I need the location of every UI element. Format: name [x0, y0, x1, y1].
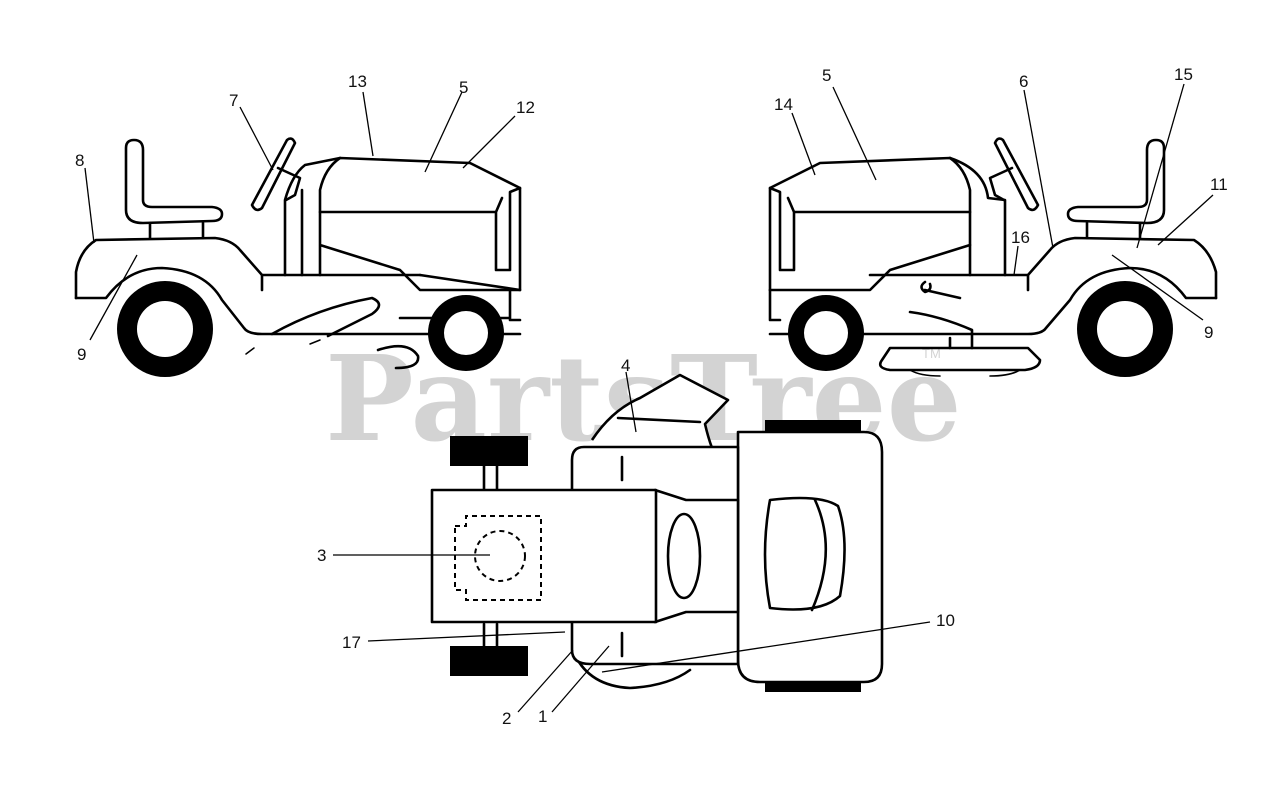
callout-7: 7 [229, 91, 238, 110]
callout-4: 4 [621, 356, 630, 375]
top-front-tire-lower [450, 646, 528, 676]
left-front-wheel [428, 295, 504, 371]
right-rear-wheel [1077, 281, 1173, 377]
top-discharge-chute [590, 373, 730, 449]
callout-6: 6 [1019, 72, 1028, 91]
callout-10: 10 [936, 611, 955, 630]
right-steering-wheel [993, 137, 1040, 212]
callout-2: 2 [502, 709, 511, 728]
top-hood [430, 488, 658, 624]
callout-16: 16 [1011, 228, 1030, 247]
left-steering-wheel [250, 137, 297, 212]
top-seat [763, 496, 846, 611]
left-rear-wheel [117, 281, 213, 377]
callout-8: 8 [75, 151, 84, 170]
left-rear-fender [74, 236, 422, 300]
right-mower-deck [878, 346, 1042, 372]
callout-3: 3 [317, 546, 326, 565]
left-hood [318, 156, 522, 292]
callout-14: 14 [774, 95, 793, 114]
top-front-tire-upper [450, 436, 528, 466]
left-seat [124, 138, 224, 225]
callout-1: 1 [538, 707, 547, 726]
top-rear-body [736, 430, 884, 684]
callout-13: 13 [348, 72, 367, 91]
tractor-left-side-view [74, 137, 522, 377]
top-rear-tire-upper [765, 420, 861, 434]
callout-5-left: 5 [459, 78, 468, 97]
tractor-top-view [430, 373, 884, 692]
right-front-wheel [788, 295, 864, 371]
right-rear-fender [868, 236, 1218, 300]
right-hood [768, 156, 972, 292]
callout-9-left: 9 [77, 345, 86, 364]
right-seat [1066, 138, 1166, 225]
top-steering-wheel [666, 512, 702, 600]
callout-12: 12 [516, 98, 535, 117]
callout-5-right: 5 [822, 66, 831, 85]
leader-lines [84, 83, 1214, 713]
callout-labels: 13 5 12 7 8 9 14 5 6 15 11 16 9 4 3 17 1… [75, 65, 1228, 728]
tractor-right-side-view [768, 137, 1218, 377]
callout-17: 17 [342, 633, 361, 652]
callout-15: 15 [1174, 65, 1193, 84]
callout-9-right: 9 [1204, 323, 1213, 342]
watermark-trademark: TM [922, 346, 941, 361]
callout-11: 11 [1210, 175, 1228, 194]
